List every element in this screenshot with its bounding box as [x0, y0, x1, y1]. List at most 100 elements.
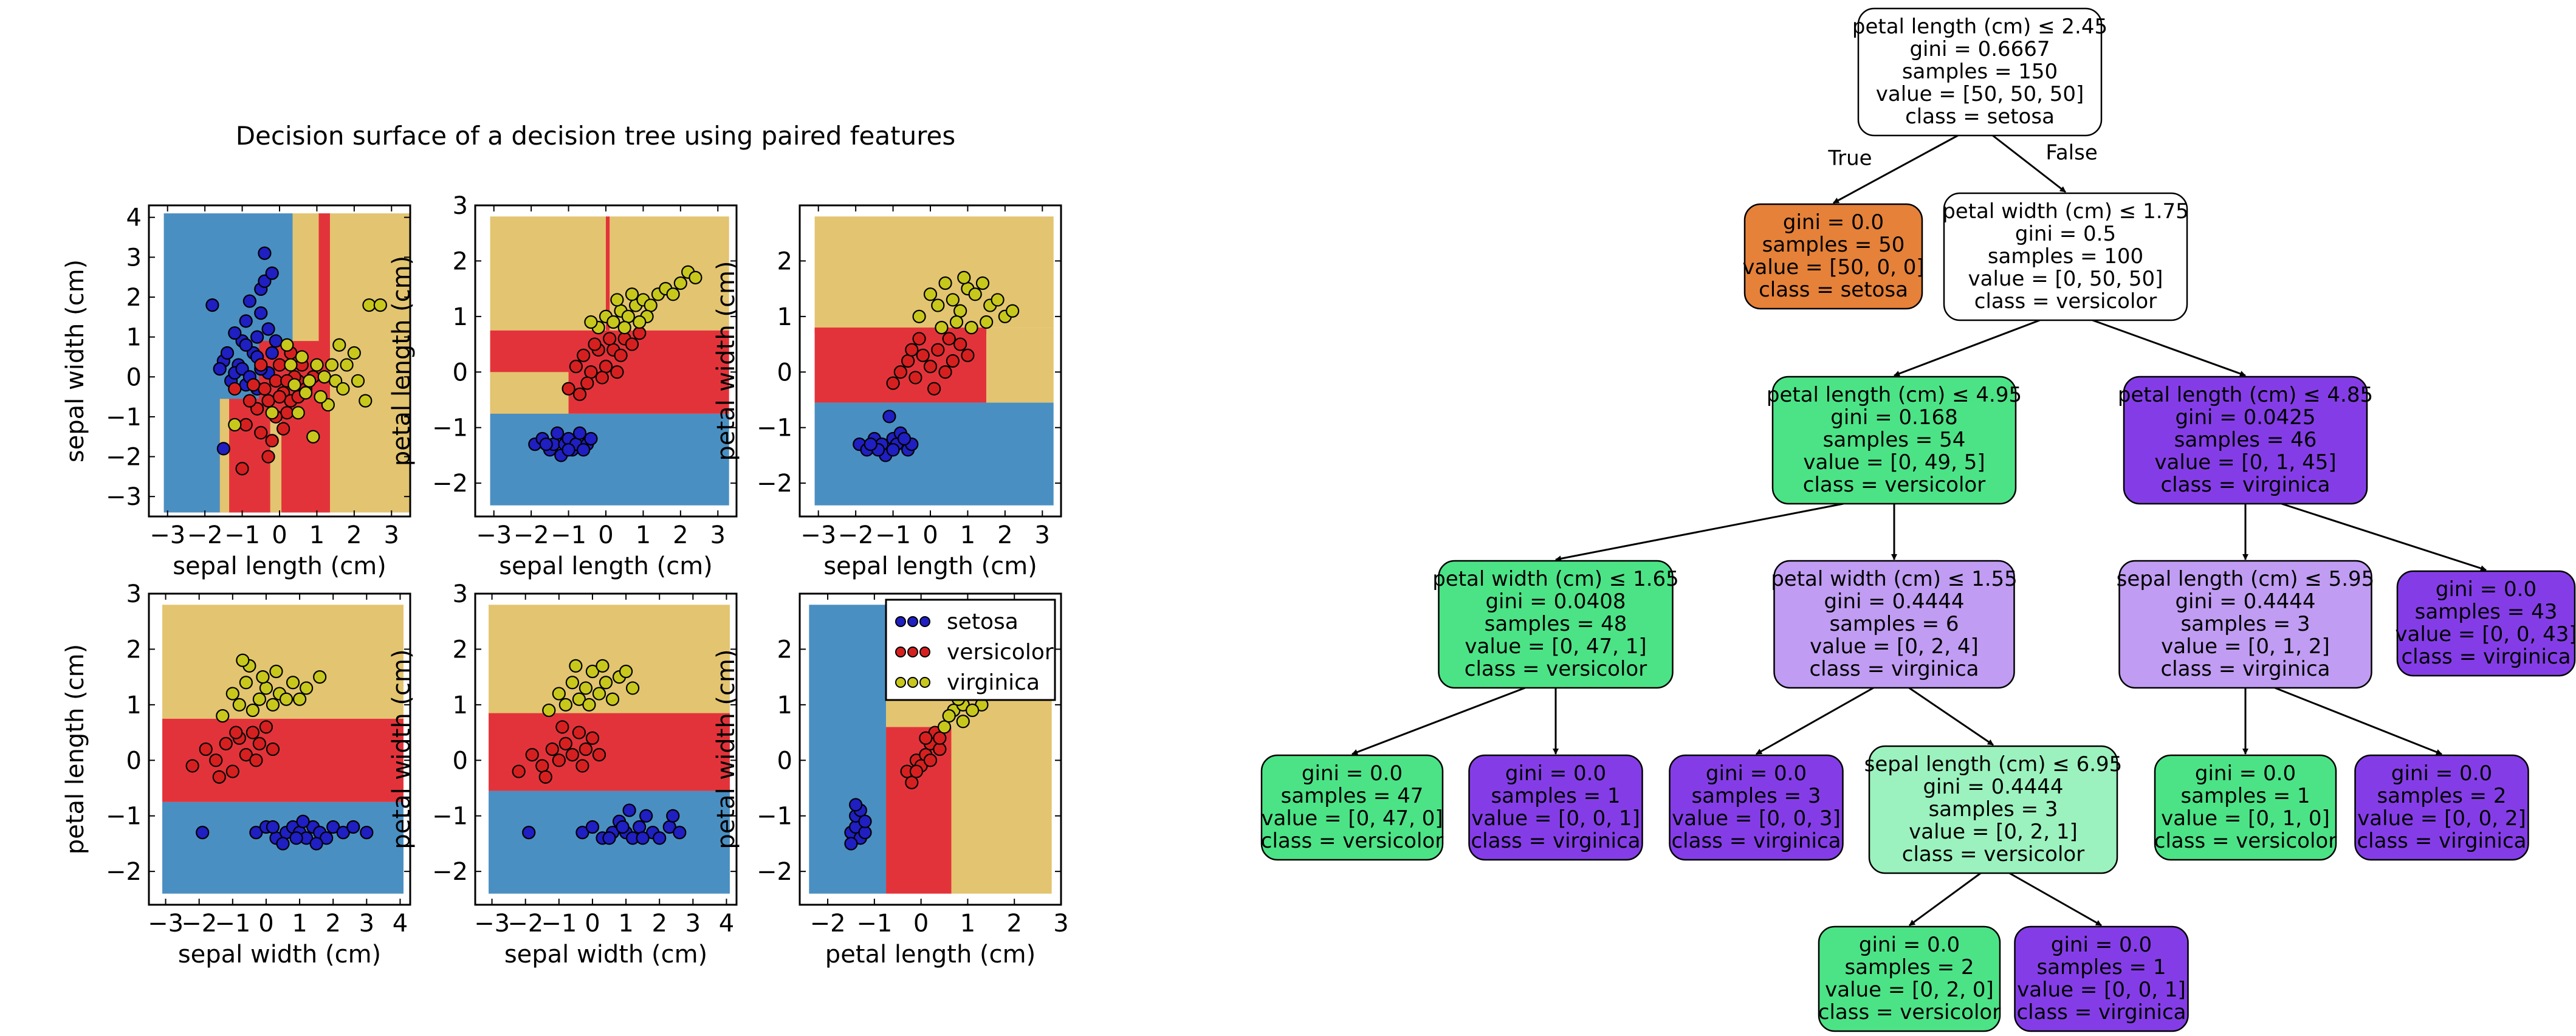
node-text-line: gini = 0.0 — [2391, 761, 2492, 786]
point-versicolor — [535, 759, 549, 773]
x-tick-label: 0 — [585, 910, 600, 938]
x-tick-label: 4 — [719, 910, 734, 938]
point-versicolor — [599, 360, 613, 374]
point-setosa — [276, 837, 290, 851]
x-tick-label: −2 — [810, 910, 846, 938]
x-tick-label: 3 — [384, 521, 399, 549]
point-setosa — [249, 826, 263, 840]
point-versicolor — [933, 731, 947, 745]
point-virginica — [269, 664, 283, 679]
region-setosa — [809, 605, 887, 894]
point-virginica — [252, 692, 267, 706]
point-setosa — [551, 426, 565, 440]
node-text-line: class = versicolor — [1818, 1000, 2001, 1024]
x-tick-label: −1 — [551, 521, 586, 549]
point-versicolor — [577, 348, 591, 362]
point-setosa — [220, 346, 235, 360]
region-versicolor — [606, 216, 610, 331]
tree-edge — [2274, 687, 2442, 755]
point-setosa — [585, 820, 600, 834]
point-virginica — [968, 287, 982, 301]
y-tick-label: −1 — [106, 403, 142, 431]
node-text-line: value = [0, 0, 1] — [1471, 806, 1640, 831]
y-tick-label: −1 — [106, 803, 142, 831]
point-virginica — [266, 698, 280, 712]
node-text-line: value = [50, 50, 50] — [1876, 82, 2084, 106]
point-virginica — [579, 681, 593, 695]
point-virginica — [946, 293, 960, 307]
point-virginica — [313, 670, 327, 684]
node-text-line: class = versicolor — [1261, 829, 1443, 853]
tree-edge — [1894, 319, 2041, 377]
point-virginica — [246, 703, 259, 718]
x-tick-label: −2 — [513, 521, 549, 549]
point-versicolor — [931, 343, 945, 357]
point-virginica — [279, 692, 294, 706]
node-text-line: petal length (cm) ≤ 2.45 — [1852, 15, 2107, 39]
point-versicolor — [909, 764, 924, 778]
point-virginica — [626, 681, 640, 695]
point-virginica — [565, 676, 579, 690]
point-setosa — [265, 346, 279, 360]
point-setosa — [849, 798, 863, 812]
node-text-line: value = [50, 0, 0] — [1742, 255, 1924, 280]
point-virginica — [923, 287, 938, 301]
region-versicolor — [162, 718, 404, 802]
point-setosa — [636, 831, 650, 845]
point-versicolor — [242, 394, 256, 408]
node-box — [1743, 203, 1923, 310]
region-versicolor — [814, 328, 987, 334]
tree-edge — [2008, 872, 2102, 927]
point-versicolor — [254, 358, 268, 372]
point-virginica — [619, 664, 633, 679]
y-axis-label: petal width (cm) — [712, 649, 740, 849]
point-virginica — [673, 276, 687, 290]
point-versicolor — [912, 332, 926, 346]
x-axis-label: sepal length (cm) — [823, 552, 1037, 580]
node-text-line: gini = 0.0 — [1859, 933, 1960, 957]
point-virginica — [975, 276, 990, 290]
node-box — [1468, 754, 1643, 861]
node-box — [1771, 376, 2017, 505]
point-virginica — [359, 394, 373, 408]
point-virginica — [644, 298, 658, 312]
node-text-line: class = versicolor — [1465, 657, 1647, 681]
node-text-line: class = setosa — [1905, 105, 2055, 129]
point-virginica — [340, 358, 354, 372]
point-versicolor — [908, 371, 922, 385]
point-setosa — [250, 330, 264, 344]
point-setosa — [320, 831, 334, 845]
point-setosa — [844, 837, 858, 851]
point-virginica — [949, 315, 964, 329]
node-text-line: value = [0, 1, 0] — [2161, 806, 2330, 831]
point-setosa — [522, 826, 536, 840]
node-text-line: gini = 0.168 — [1830, 405, 1957, 430]
point-setosa — [309, 837, 323, 851]
point-setosa — [266, 820, 280, 834]
point-versicolor — [269, 374, 283, 388]
tree-edge — [2281, 503, 2487, 571]
y-tick-label: −2 — [757, 470, 792, 498]
node-text-line: petal length (cm) ≤ 4.95 — [1767, 383, 2022, 407]
y-tick-label: 2 — [126, 284, 142, 312]
point-versicolor — [575, 759, 589, 773]
point-virginica — [287, 378, 301, 392]
node-text-line: samples = 2 — [2377, 784, 2506, 808]
point-virginica — [666, 287, 680, 301]
point-setosa — [258, 246, 272, 260]
point-setosa — [205, 298, 219, 312]
point-setosa — [539, 437, 553, 451]
y-tick-label: 2 — [453, 247, 468, 275]
point-setosa — [584, 431, 598, 446]
tree-edge — [1756, 687, 1874, 755]
y-tick-label: 0 — [126, 747, 142, 775]
axes-frame — [148, 592, 411, 906]
